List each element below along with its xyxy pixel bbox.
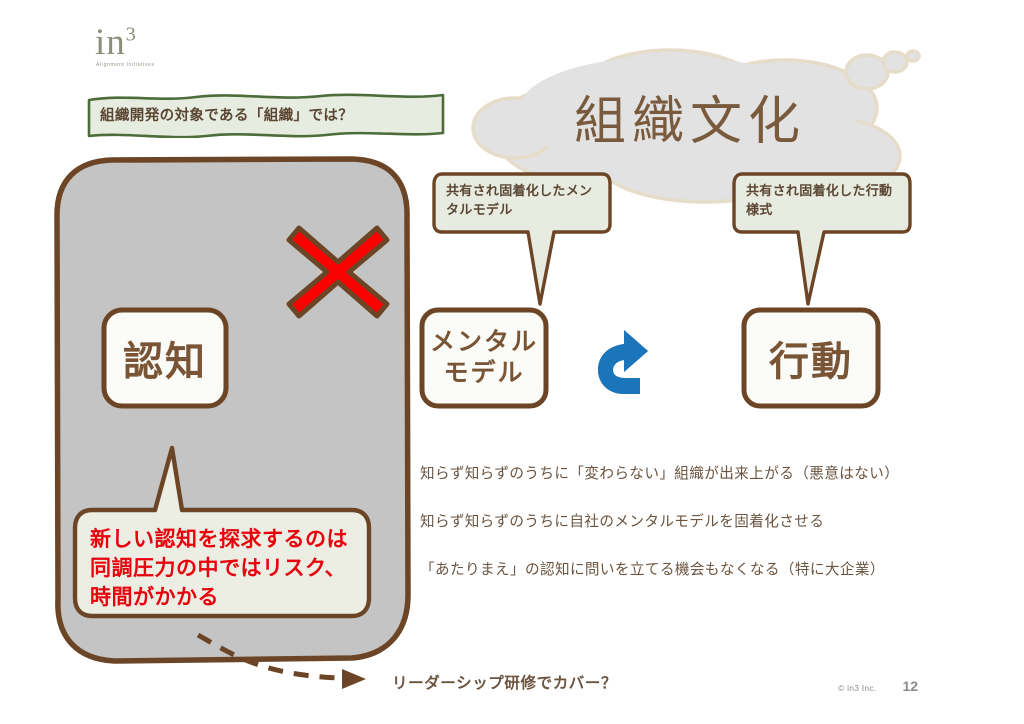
callout-behavior: 共有され固着化した行動様式	[732, 172, 912, 306]
bubble-shape	[72, 445, 372, 619]
logo-wordmark: in3	[95, 24, 137, 61]
box-outline	[741, 307, 881, 409]
bubble-shape	[432, 172, 612, 306]
box-outline	[101, 307, 229, 409]
cycle-arrows-icon	[578, 322, 728, 398]
bubble-shape	[732, 172, 912, 306]
cloud-shape	[471, 48, 921, 204]
logo-superscript: 3	[125, 23, 137, 46]
concept-box-mental-model[interactable]: メンタル モデル	[418, 306, 550, 410]
callout-text: 共有され固着化したメンタルモデル	[446, 183, 593, 217]
logo-tagline: Alignment Initiatives	[96, 62, 155, 68]
body-text-block: 知らず知らずのうちに「変わらない」組織が出来上がる（悪意はない） 知らず知らずの…	[420, 462, 980, 606]
body-line: 「あたりまえ」の認知に問いを立てる機会もなくなる（特に大企業）	[420, 562, 885, 578]
callout-mental-model: 共有され固着化したメンタルモデル	[432, 172, 612, 306]
body-line: 知らず知らずのうちに自社のメンタルモデルを固着化させる	[420, 514, 825, 530]
callout-risk-note: 新しい認知を探求するのは同調圧力の中ではリスク、時間がかかる	[72, 445, 372, 620]
logo-name: in	[95, 22, 126, 63]
thought-cloud: 組織文化	[455, 38, 925, 208]
dashed-flow-arrow	[190, 625, 410, 697]
box-label: 認知	[123, 340, 207, 384]
section-banner: 組織開発の対象である「組織」では？	[86, 90, 446, 138]
box-label-line1: メンタル	[429, 327, 538, 356]
box-label: メンタル モデル	[418, 306, 550, 410]
copyright-text: © in3 Inc.	[838, 683, 877, 693]
banner-shape	[87, 93, 445, 138]
callout-text: 新しい認知を探求するのは同調圧力の中ではリスク、時間がかかる	[90, 528, 348, 609]
banner-text: 組織開発の対象である「組織」では？	[100, 107, 354, 124]
concept-box-cognition[interactable]: 認知	[100, 306, 230, 410]
page-number: 12	[902, 678, 919, 694]
box-label: 行動	[769, 340, 853, 384]
body-line: 知らず知らずのうちに「変わらない」組織が出来上がる（悪意はない）	[420, 466, 900, 482]
callout-text: 共有され固着化した行動様式	[746, 183, 893, 217]
flow-label: リーダーシップ研修でカバー？	[392, 675, 618, 692]
box-outline	[419, 307, 549, 409]
footer: © in3 Inc. 12	[838, 678, 918, 694]
concept-box-behavior[interactable]: 行動	[740, 306, 882, 410]
cloud-title: 組織文化	[573, 93, 806, 151]
box-label-line2: モデル	[443, 359, 525, 387]
in3-logo: in3 Alignment Initiatives	[90, 24, 200, 72]
red-x-icon	[283, 222, 393, 322]
